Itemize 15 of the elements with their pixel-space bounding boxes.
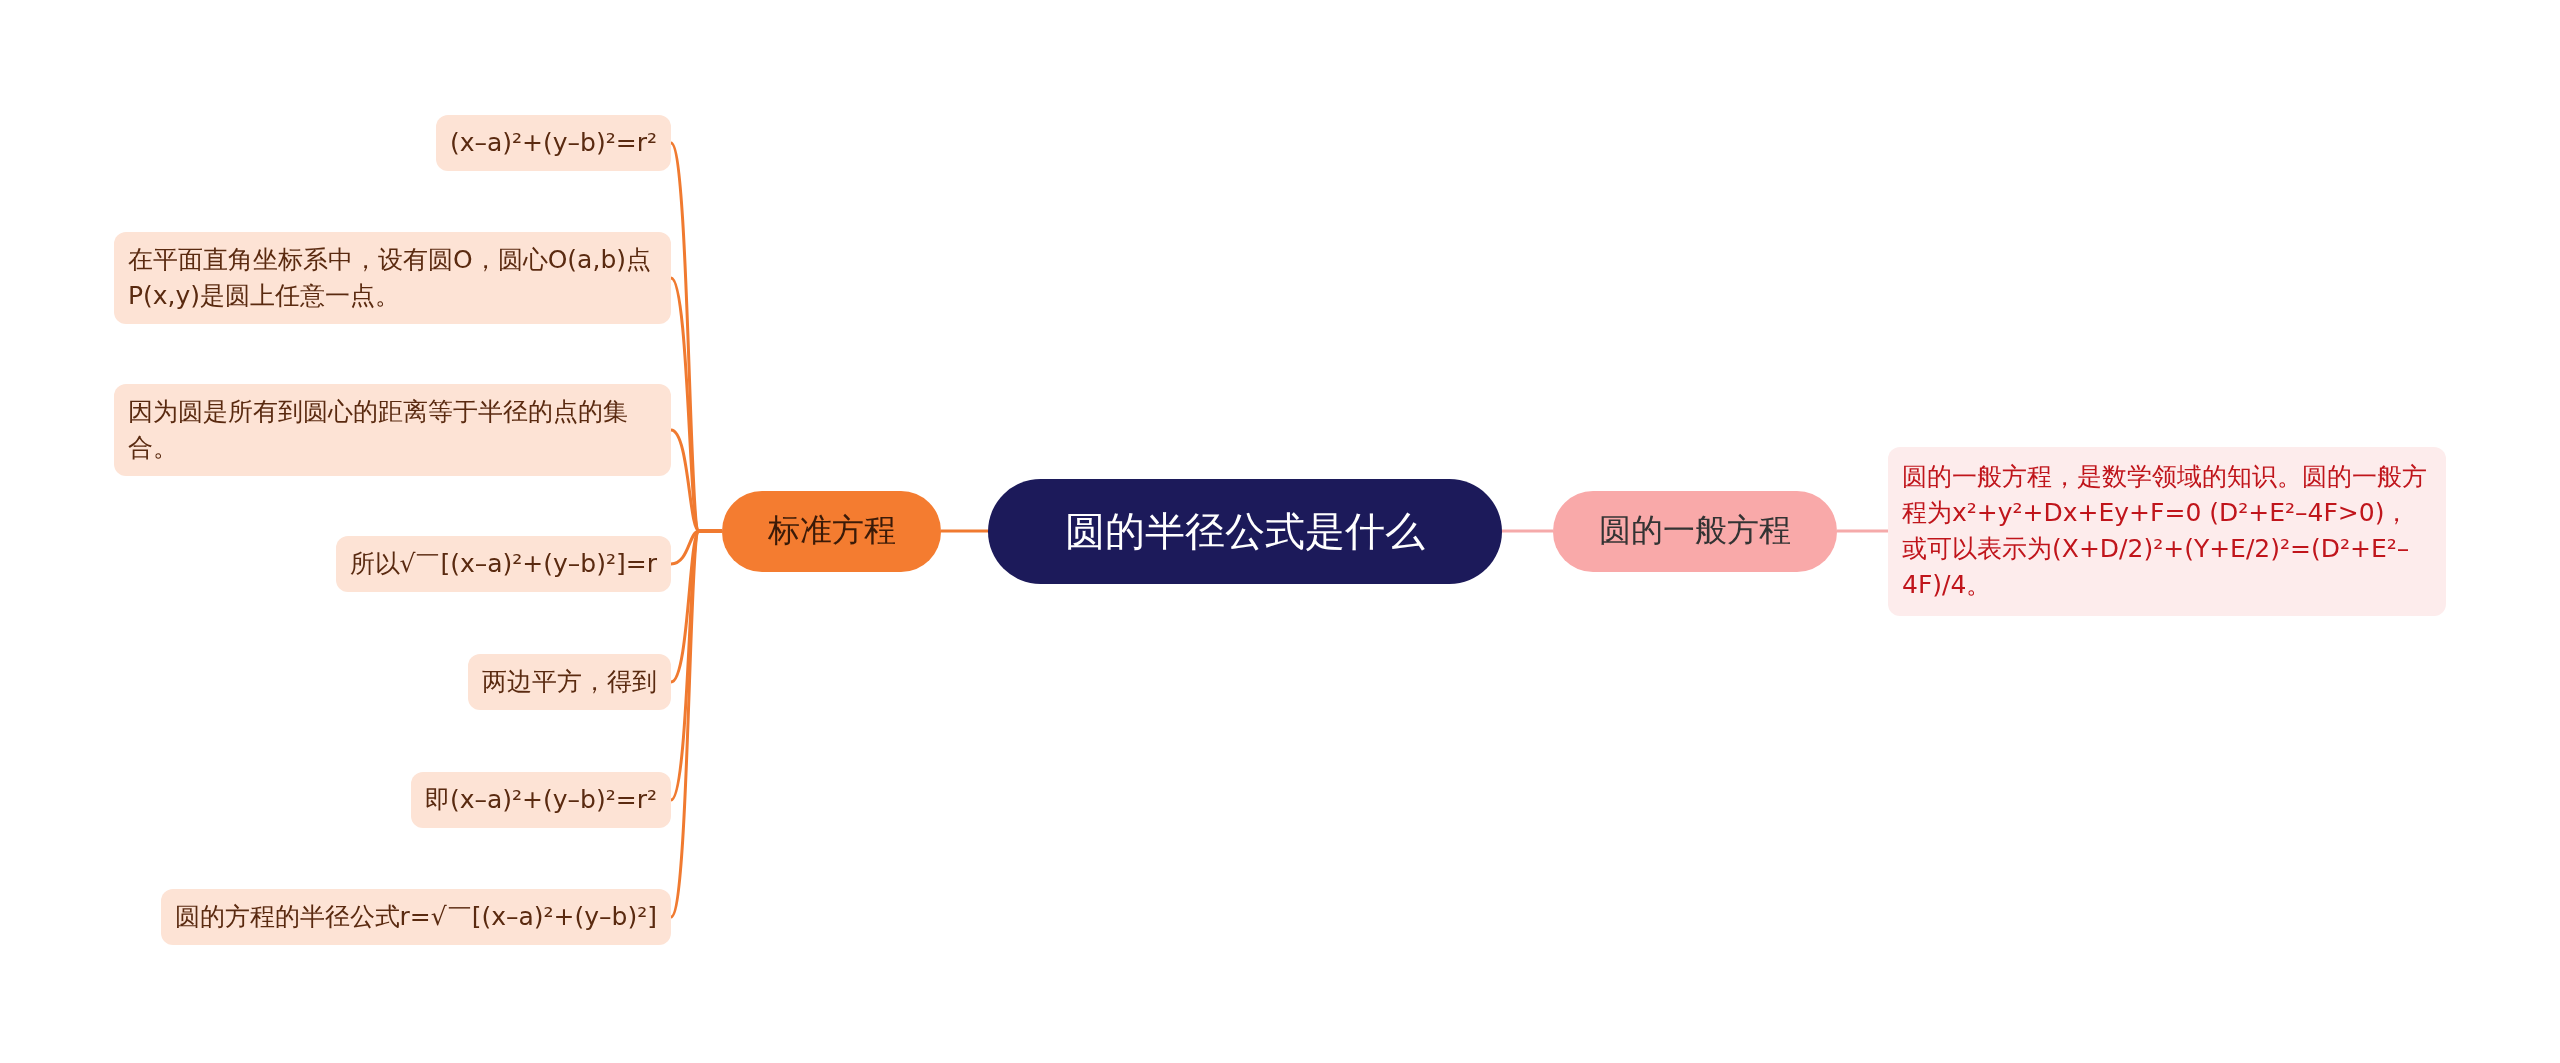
subtopic-box: (x–a)²+(y–b)²=r² xyxy=(435,114,671,172)
subtopic-box: 圆的方程的半径公式r=√￣[(x–a)²+(y–b)²] xyxy=(160,888,671,946)
subtopic-box: 在平面直角坐标系中，设有圆O，圆心O(a,b)点P(x,y)是圆上任意一点。 xyxy=(114,231,671,325)
connector-line xyxy=(941,529,988,533)
connector-line xyxy=(1502,529,1553,533)
subtopic-box: 所以√￣[(x–a)²+(y–b)²]=r xyxy=(335,535,671,593)
subtopic-box: 因为圆是所有到圆心的距离等于半径的点的集合。 xyxy=(114,383,671,477)
branch-topic: 标准方程 xyxy=(722,490,941,572)
connector-line xyxy=(1837,529,1888,533)
subtopic-box: 两边平方，得到 xyxy=(468,653,671,711)
central-topic: 圆的半径公式是什么 xyxy=(988,478,1502,584)
connector-line xyxy=(669,529,722,918)
branch-topic: 圆的一般方程 xyxy=(1553,490,1837,572)
subtopic-box: 圆的一般方程，是数学领域的知识。圆的一般方程为x²+y²+Dx+Ey+F=0 (D²+E²–4F>0)，或可以表示为(X+D/2)²+(Y+E/2)²=(D²+E²–4F)/4。 xyxy=(1888,446,2446,616)
subtopic-box: 即(x–a)²+(y–b)²=r² xyxy=(410,771,671,829)
